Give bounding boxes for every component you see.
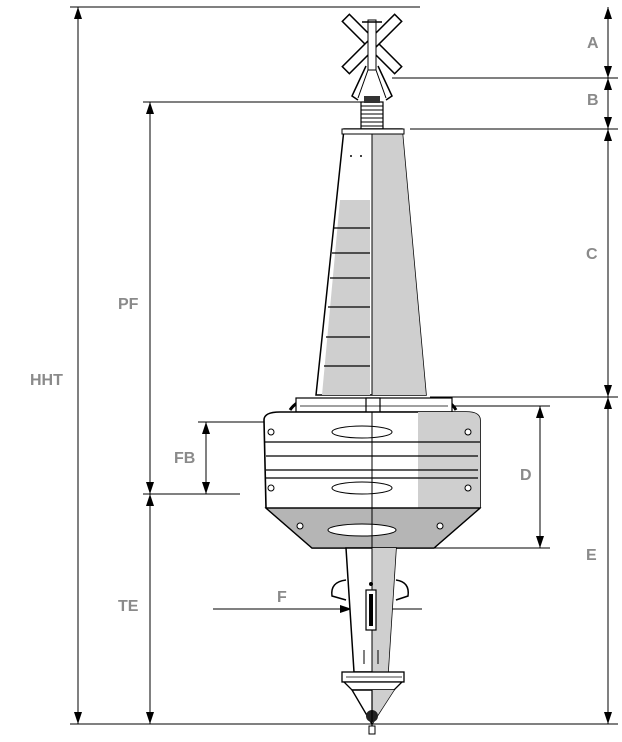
- topmark-frame: [351, 65, 393, 101]
- label-te: TE: [118, 598, 139, 615]
- lantern: [360, 96, 384, 130]
- label-e: E: [586, 547, 597, 564]
- label-d: D: [520, 467, 532, 484]
- label-hht: HHT: [30, 372, 63, 389]
- float-body: [263, 411, 482, 549]
- counterweight: [341, 671, 405, 735]
- tower: [315, 128, 427, 396]
- label-a: A: [587, 35, 599, 52]
- tail-tube: [331, 547, 409, 673]
- label-b: B: [587, 92, 599, 109]
- label-f: F: [277, 589, 287, 606]
- label-fb: FB: [174, 450, 196, 467]
- label-pf: PF: [118, 296, 139, 313]
- x-topmark: [341, 13, 403, 75]
- label-c: C: [586, 246, 598, 263]
